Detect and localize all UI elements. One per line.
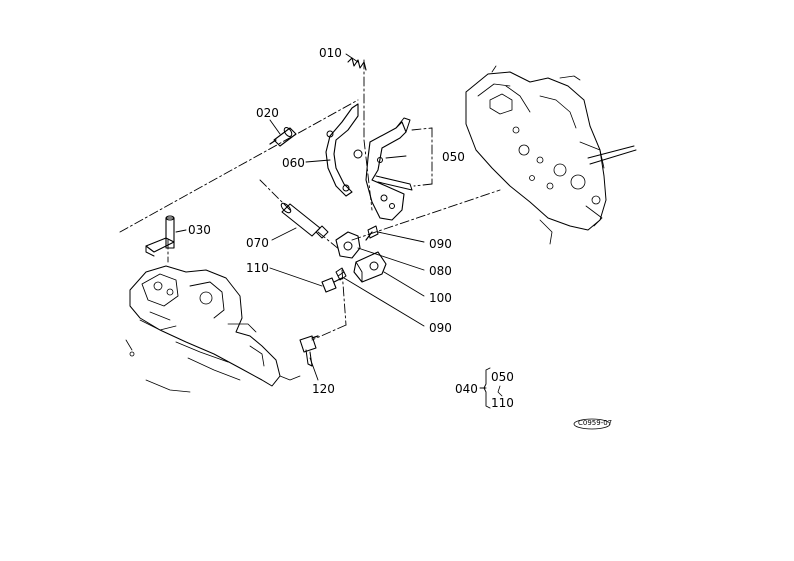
part-020-pin bbox=[270, 126, 296, 146]
part-120-bolt bbox=[300, 336, 318, 366]
part-110-bolt bbox=[322, 278, 342, 292]
housing-right bbox=[466, 66, 636, 244]
part-label-100: 100 bbox=[429, 291, 452, 305]
assembly-member-050: 050 bbox=[491, 370, 514, 384]
part-label-110: 110 bbox=[246, 261, 269, 275]
assembly-member-110: 110 bbox=[491, 396, 514, 410]
part-label-060: 060 bbox=[282, 156, 305, 170]
part-label-050: 050 bbox=[442, 150, 465, 164]
leader-lines bbox=[176, 54, 486, 388]
part-050-bracket bbox=[354, 118, 412, 220]
part-label-070: 070 bbox=[246, 236, 269, 250]
part-070-rod bbox=[280, 202, 328, 238]
part-label-090-lower: 090 bbox=[429, 321, 452, 335]
part-label-010: 010 bbox=[319, 46, 342, 60]
housing-left bbox=[126, 266, 300, 392]
part-label-030: 030 bbox=[188, 223, 211, 237]
part-label-090-upper: 090 bbox=[429, 237, 452, 251]
assembly-040-bracket bbox=[484, 368, 502, 408]
drawing-code: C0959-07 bbox=[578, 419, 613, 427]
part-label-120: 120 bbox=[312, 382, 335, 396]
part-090-pin-upper bbox=[366, 226, 378, 240]
part-010-spring bbox=[348, 58, 366, 70]
assembly-label-040: 040 bbox=[455, 382, 478, 396]
part-080-cam bbox=[336, 232, 360, 258]
part-label-080: 080 bbox=[429, 264, 452, 278]
drawing-code-oval bbox=[574, 419, 610, 429]
part-100-block bbox=[354, 252, 386, 282]
part-060-lever bbox=[326, 104, 358, 196]
part-090-pin-lower bbox=[336, 268, 346, 280]
part-030-shaft bbox=[146, 216, 174, 256]
part-label-020: 020 bbox=[256, 106, 279, 120]
